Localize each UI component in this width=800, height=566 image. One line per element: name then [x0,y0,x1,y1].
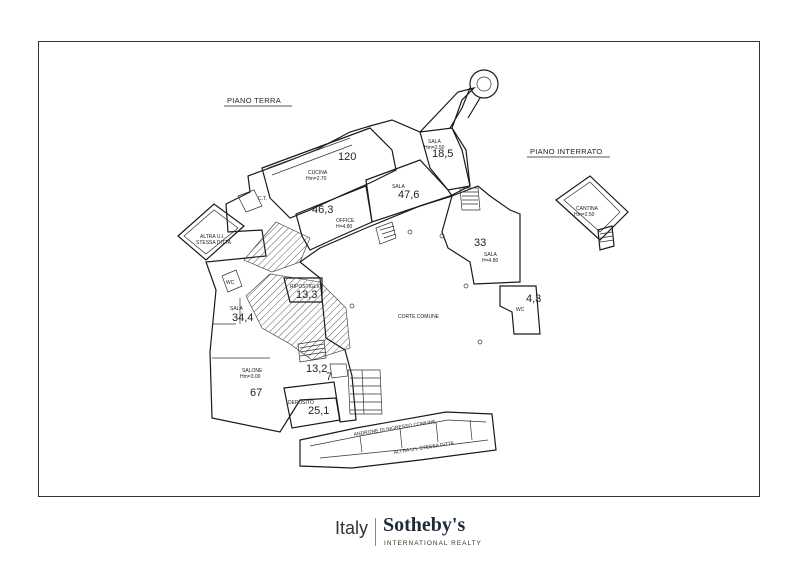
area-13-3: 13,3 [296,289,317,301]
basement-walls [555,175,629,251]
plan-frame [38,41,760,497]
ground-floor-walls [177,69,541,469]
brand-subtitle: INTERNATIONAL REALTY [384,540,482,547]
area-7: 7 [326,371,332,383]
brand-name: Sotheby's [383,514,466,536]
area-4-3: 4,3 [526,293,541,305]
sala-left-label: SALA [230,306,243,312]
sala-right-label: SALA [484,252,497,258]
wc-right-label: WC [516,307,525,313]
androne-label: ANDRONE DI INGRESSO COMUNE [353,419,436,438]
cantina-height: Hm=2.50 [574,212,595,218]
cantina-label: CANTINA [576,206,599,212]
footer-logo: Italy Sotheby's INTERNATIONAL REALTY [0,512,800,552]
sala-mid-label: SALA [392,184,405,190]
altra-ui-bottom-label: ALTRA U.I. STESSA DITTA [393,440,455,456]
piano-terra-label: PIANO TERRA [227,96,281,105]
salone-label: SALONE [242,368,263,374]
area-120: 120 [338,151,356,163]
sala-right-height: H=4.80 [482,258,498,264]
office-height: H=4.80 [336,224,352,230]
area-47-6: 47,6 [398,189,419,201]
country-label: Italy [335,518,369,538]
ripostiglio-label: RIPOSTIGLIO [290,284,322,290]
cucina-label: CUCINA [308,170,328,176]
logo-divider [375,518,376,546]
piano-interrato-label: PIANO INTERRATO [530,147,603,156]
ct-label: C.T. [258,196,267,202]
area-34-4: 34,4 [232,312,253,324]
area-67: 67 [250,387,262,399]
office-label: OFFICE [336,218,355,224]
altra-ui-line1: ALTRA U.I. [200,234,225,240]
corte-comune-label: CORTE COMUNE [398,314,440,320]
wc-small-label: WC [226,280,235,286]
salone-height: Hm=3.00 [240,374,261,380]
area-18-5: 18,5 [432,148,453,160]
cucina-height: Hm=2.70 [306,176,327,182]
area-25-1: 25,1 [308,405,329,417]
sala-top-label: SALA [428,139,441,145]
area-46-3: 46,3 [312,204,333,216]
altra-ui-line2: STESSA DITTA [196,240,232,246]
deposito-label: DEPOSITO [288,400,314,406]
sala-top-height: Hm=2.50 [424,145,445,151]
area-33: 33 [474,237,486,249]
area-13-2: 13,2 [306,363,327,375]
